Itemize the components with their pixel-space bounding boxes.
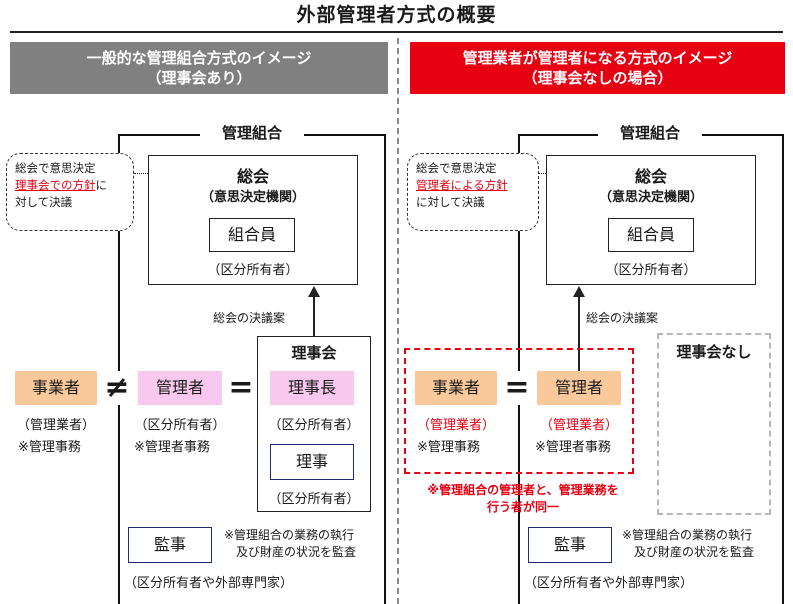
left-header-line1: 一般的な管理組合方式のイメージ (86, 49, 312, 67)
right-no-rijikai-label: 理事会なし (676, 343, 752, 361)
left-sokai-title: 総会 (236, 167, 269, 186)
left-kanji-note-line1: ※管理組合の業務の執行 (224, 528, 355, 542)
left-kanrisha-box: 管理者 (138, 371, 222, 405)
left-kumiaiin-sub: （区分所有者） (207, 263, 299, 278)
right-sokai-title: 総会 (634, 167, 667, 186)
right-kanji-note: ※管理組合の業務の執行 及び財産の状況を監査 (622, 527, 786, 561)
left-kanrisha-sub: （区分所有者） (134, 418, 226, 433)
left-jigyosha-note: ※管理事務 (18, 440, 81, 455)
right-kanrisha-sub: （管理業者） (539, 418, 618, 433)
left-rijicho-sub: （区分所有者） (268, 418, 360, 433)
right-bubble-line1: 総会で意思決定 (416, 161, 497, 175)
right-decision-bubble: 総会で意思決定 管理者による方針 に対して決議 (407, 153, 539, 231)
right-header-line2: （理事会なしの場合） (522, 69, 673, 87)
left-jigyosha-box: 事業者 (15, 371, 97, 405)
left-bubble-line2-rest: に (95, 178, 108, 192)
right-kanrisha-box: 管理者 (537, 371, 621, 405)
left-header-line2: （理事会あり） (146, 69, 252, 87)
left-rijikai-box (257, 336, 371, 512)
right-kanji-box: 監事 (528, 527, 612, 563)
right-jigyosha-sub: （管理業者） (416, 418, 495, 433)
left-bubble-red-text: 理事会での方針 (15, 178, 96, 192)
left-kanji-sub: （区分所有者や外部専門家） (124, 576, 294, 591)
right-kanji-sub: （区分所有者や外部専門家） (524, 576, 694, 591)
right-header-line1: 管理業者が管理者になる方式のイメージ (462, 49, 733, 67)
left-riji-sub: （区分所有者） (268, 492, 360, 507)
page-title: 外部管理者方式の概要 (296, 4, 497, 26)
right-arrow-head (573, 286, 585, 297)
right-arrow-shaft (578, 296, 580, 372)
left-bubble-line3: 対して決議 (15, 195, 73, 209)
left-resolution-label: 総会の決議案 (213, 311, 286, 325)
left-jigyosha-sub: （管理業者） (16, 418, 95, 433)
right-kanji-note-line1: ※管理組合の業務の執行 (622, 528, 753, 542)
left-arrow-head (308, 286, 320, 297)
left-kumiai-label: 管理組合 (200, 123, 304, 143)
right-same-note-line1: ※管理組合の管理者と、管理業務を (427, 483, 619, 497)
left-kumiaiin-box: 組合員 (209, 218, 295, 252)
right-kanji-note-line2: 及び財産の状況を監査 (634, 545, 755, 559)
left-sokai-sub: （意思決定機関） (200, 190, 305, 205)
right-no-rijikai-box (657, 333, 771, 515)
left-panel-header: 一般的な管理組合方式のイメージ （理事会あり） (10, 42, 388, 94)
left-kanji-note-line2: 及び財産の状況を監査 (236, 545, 357, 559)
right-bubble-red-text: 管理者による方針 (416, 178, 508, 192)
right-kumiai-label: 管理組合 (598, 123, 702, 143)
right-equal-sign: = (502, 371, 532, 405)
left-equal-sign: = (228, 370, 254, 405)
left-rijicho-box: 理事長 (270, 371, 354, 405)
right-same-note-line2: 行う者が同一 (486, 500, 559, 514)
center-divider (397, 38, 399, 604)
right-kanrisha-note: ※管理者事務 (535, 440, 611, 455)
right-bubble-line3: に対して決議 (416, 195, 485, 209)
left-kanji-box: 監事 (128, 527, 212, 563)
left-bubble-line1: 総会で意思決定 (15, 161, 96, 175)
right-sokai-sub: （意思決定機関） (598, 190, 703, 205)
left-arrow-shaft (313, 296, 315, 336)
right-same-entity-frame (404, 348, 634, 474)
left-kanji-note: ※管理組合の業務の執行 及び財産の状況を監査 (224, 527, 386, 561)
right-panel-header: 管理業者が管理者になる方式のイメージ （理事会なしの場合） (410, 42, 785, 94)
title-underline (10, 31, 783, 33)
right-jigyosha-note: ※管理事務 (417, 440, 480, 455)
left-decision-bubble: 総会で意思決定 理事会での方針に 対して決議 (6, 153, 134, 231)
right-kumiaiin-box: 組合員 (608, 218, 694, 252)
left-rijikai-label: 理事会 (291, 344, 337, 362)
left-not-equal-sign: ≠ (100, 371, 134, 405)
left-sokai-box (148, 155, 358, 285)
right-jigyosha-box: 事業者 (415, 371, 497, 405)
left-kanrisha-note: ※管理者事務 (134, 440, 210, 455)
left-riji-box: 理事 (270, 444, 354, 480)
right-resolution-label: 総会の決議案 (586, 311, 659, 325)
right-same-entity-note: ※管理組合の管理者と、管理業務を 行う者が同一 (400, 482, 646, 516)
right-kumiaiin-sub: （区分所有者） (605, 263, 697, 278)
